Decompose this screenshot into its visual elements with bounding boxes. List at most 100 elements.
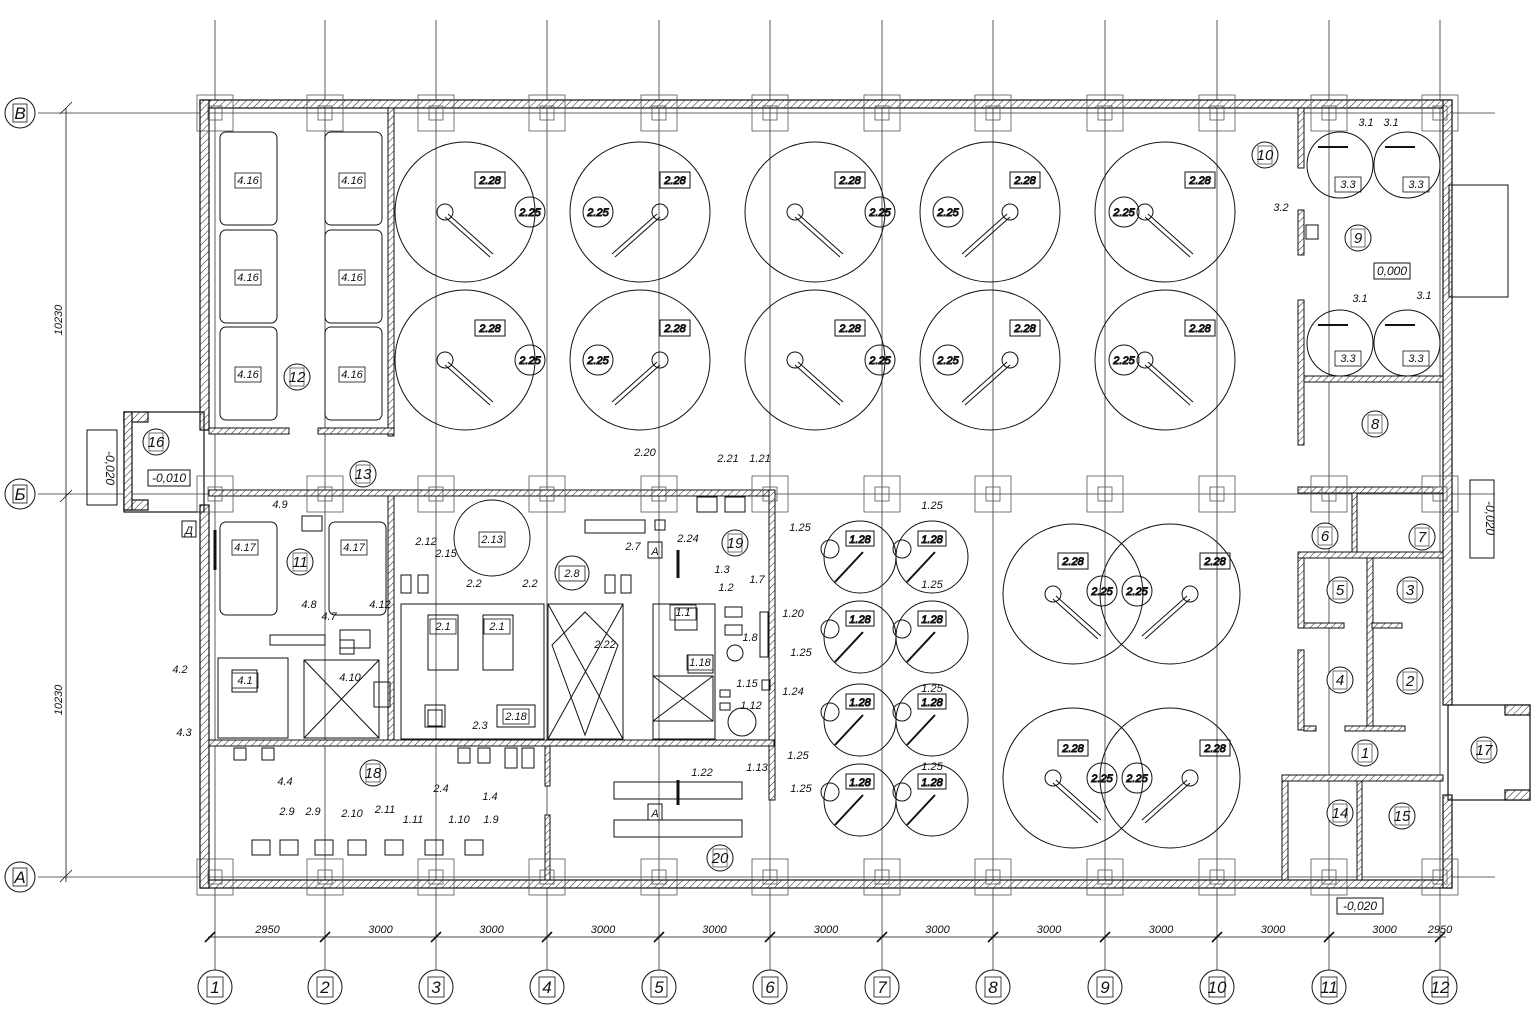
fermenter-tag-box <box>917 693 947 710</box>
tank-outline <box>1002 707 1144 849</box>
column-box <box>863 475 901 513</box>
dim-tick <box>1323 931 1335 943</box>
axis-bubble-col-2: 2 <box>307 969 343 1005</box>
equip-tag-e_2_3: 2.3 <box>471 720 488 732</box>
section-marks <box>181 520 680 821</box>
tank-arm <box>1144 782 1191 824</box>
equip-tag-e_1_20: 1.20 <box>782 608 804 620</box>
small-tank-outline <box>514 344 546 376</box>
room-frame <box>1414 527 1430 547</box>
axis-circle <box>752 969 788 1005</box>
tank-nozzle <box>1001 351 1019 369</box>
column-box <box>306 858 344 896</box>
axis-frame <box>12 103 28 123</box>
room-circle <box>1326 576 1354 604</box>
column-box <box>196 94 234 132</box>
column-box <box>640 858 678 896</box>
tag-box <box>502 708 530 725</box>
tank-tag-box <box>1184 319 1216 337</box>
tank-arm <box>611 361 658 403</box>
equip-tag-e_4_10: 4.10 <box>339 672 361 684</box>
tag-box <box>483 618 511 635</box>
column-box <box>306 94 344 132</box>
column-box <box>196 858 234 896</box>
tank-arm <box>1144 598 1191 640</box>
axis-label-col-5: 5 <box>654 978 664 997</box>
axis-label-col-9: 9 <box>1100 978 1110 997</box>
tank-tag: 2.28 <box>838 323 861 335</box>
room-circle <box>286 548 314 576</box>
room-tag-2: 2 <box>1396 667 1424 695</box>
tag-box <box>234 366 262 383</box>
tank-tag-box <box>1009 171 1041 189</box>
column-core <box>1097 105 1113 121</box>
small-tank-outline <box>932 196 964 228</box>
tank: 2.28 <box>1002 523 1144 665</box>
tank-nozzle <box>1181 585 1199 603</box>
fermenter-pump <box>892 539 912 559</box>
fermenter: 1.28 <box>820 520 897 594</box>
column-core <box>1097 486 1113 502</box>
small-tank: 2.25 <box>932 196 964 228</box>
equip-tag-e_1_15: 1.15 <box>736 678 758 690</box>
room-frame <box>727 533 743 553</box>
fermenter-outline <box>895 520 969 594</box>
dim-bottom-10: 3000 <box>1372 924 1397 936</box>
room-frame <box>355 464 371 484</box>
room-circle <box>1326 666 1354 694</box>
tank: 2.28 <box>569 289 711 431</box>
row-axis-bubbles: АБВ <box>4 97 36 893</box>
tag-box <box>231 539 259 556</box>
room-frame <box>1402 580 1418 600</box>
room-frame <box>1332 803 1348 823</box>
room-circle <box>142 428 170 456</box>
equip-tag-e_2_8: 2.8 <box>563 568 580 580</box>
axis-bubble-col-3: 3 <box>418 969 454 1005</box>
fermenter-tag: 1.28 <box>921 777 943 789</box>
small-tank-outline <box>932 344 964 376</box>
small-tank-outline <box>582 344 614 376</box>
interior-partitions <box>208 107 1444 881</box>
fermenter-pump <box>820 782 840 802</box>
column-core <box>762 105 778 121</box>
tank-arm <box>447 213 494 255</box>
fermenter-outline <box>895 600 969 674</box>
column-core <box>1321 105 1337 121</box>
elevation-marks: 0,000 -0,010 -0,020 -0,020 -0,020 <box>86 262 1497 915</box>
axis-circle <box>1199 969 1235 1005</box>
equip-tag-e_2_4: 2.4 <box>432 783 448 795</box>
column-core <box>874 869 890 885</box>
room-number-18: 18 <box>365 765 382 782</box>
axis-frame <box>761 976 779 998</box>
equip-tag-e_3_1: 3.1 <box>1358 117 1373 129</box>
tank-arm <box>1055 595 1102 637</box>
fermenter-tag: 1.28 <box>921 697 943 709</box>
dim-tick <box>204 931 216 943</box>
equip-tag-cold_box: 4.16 <box>237 175 259 187</box>
column-core <box>428 486 444 502</box>
tank-arm <box>614 364 661 406</box>
room-tag-16: 16 <box>142 428 170 456</box>
room-circle <box>283 363 311 391</box>
column-box <box>751 858 789 896</box>
dim-bottom-6: 3000 <box>925 924 950 936</box>
equip-tag-e_1_9: 1.9 <box>483 814 498 826</box>
room-circle <box>1396 667 1424 695</box>
equip-tag-e_1_3: 1.3 <box>714 564 730 576</box>
fermenter: 1.28 <box>892 683 969 757</box>
room-number-7: 7 <box>1418 529 1427 546</box>
fermenter: 1.28 <box>892 600 969 674</box>
tag-box <box>1402 350 1430 367</box>
tank-arm <box>444 364 491 406</box>
fermenter-tag: 1.28 <box>849 614 871 626</box>
room-frame <box>712 848 728 868</box>
room-frame <box>148 432 164 452</box>
tank-tag: 2.28 <box>663 323 686 335</box>
elev-entry-left: -0,010 <box>152 471 186 485</box>
column-box <box>974 858 1012 896</box>
tank-arm <box>961 361 1008 403</box>
equip-tag-e_2_9: 2.9 <box>304 806 320 818</box>
axis-circle <box>4 478 36 510</box>
room-frame <box>1394 806 1410 826</box>
